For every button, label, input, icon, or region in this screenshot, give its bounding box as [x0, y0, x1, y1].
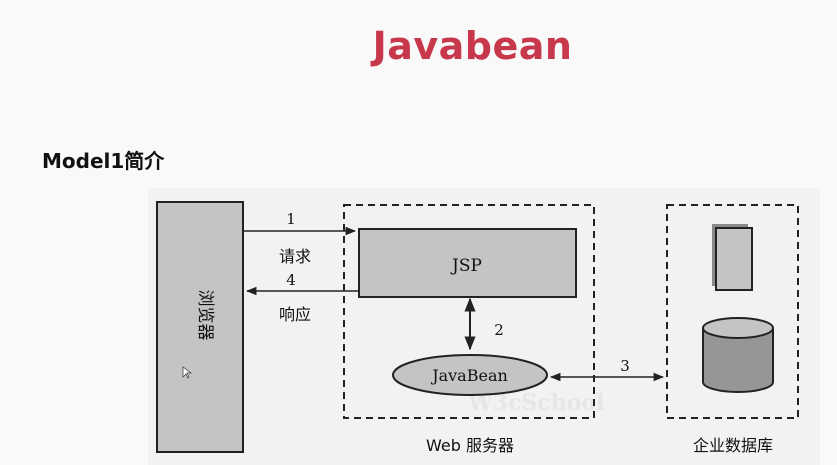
- javabean-ellipse: [392, 354, 548, 396]
- web-server-container: [343, 204, 595, 419]
- database-label: 企业数据库: [693, 436, 773, 455]
- response-label: 响应: [279, 305, 311, 324]
- mouse-cursor-icon: [182, 366, 193, 379]
- step3-number: 3: [620, 357, 630, 375]
- slide-title: Javabean: [372, 24, 573, 68]
- javabean-label: JavaBean: [430, 366, 508, 385]
- browser-box: [156, 201, 244, 453]
- web-server-label: Web 服务器: [426, 436, 514, 455]
- database-container: [666, 204, 799, 419]
- database-cylinder-icon: [702, 317, 774, 393]
- response-number: 4: [286, 271, 296, 289]
- step2-number: 2: [494, 321, 504, 339]
- request-label: 请求: [279, 247, 311, 266]
- section-heading: Model1简介: [42, 149, 165, 173]
- request-number: 1: [286, 210, 296, 228]
- jsp-label: JSP: [450, 256, 482, 276]
- server-box: [715, 227, 753, 291]
- jsp-box: [358, 228, 577, 298]
- browser-label: 浏览器: [195, 290, 215, 341]
